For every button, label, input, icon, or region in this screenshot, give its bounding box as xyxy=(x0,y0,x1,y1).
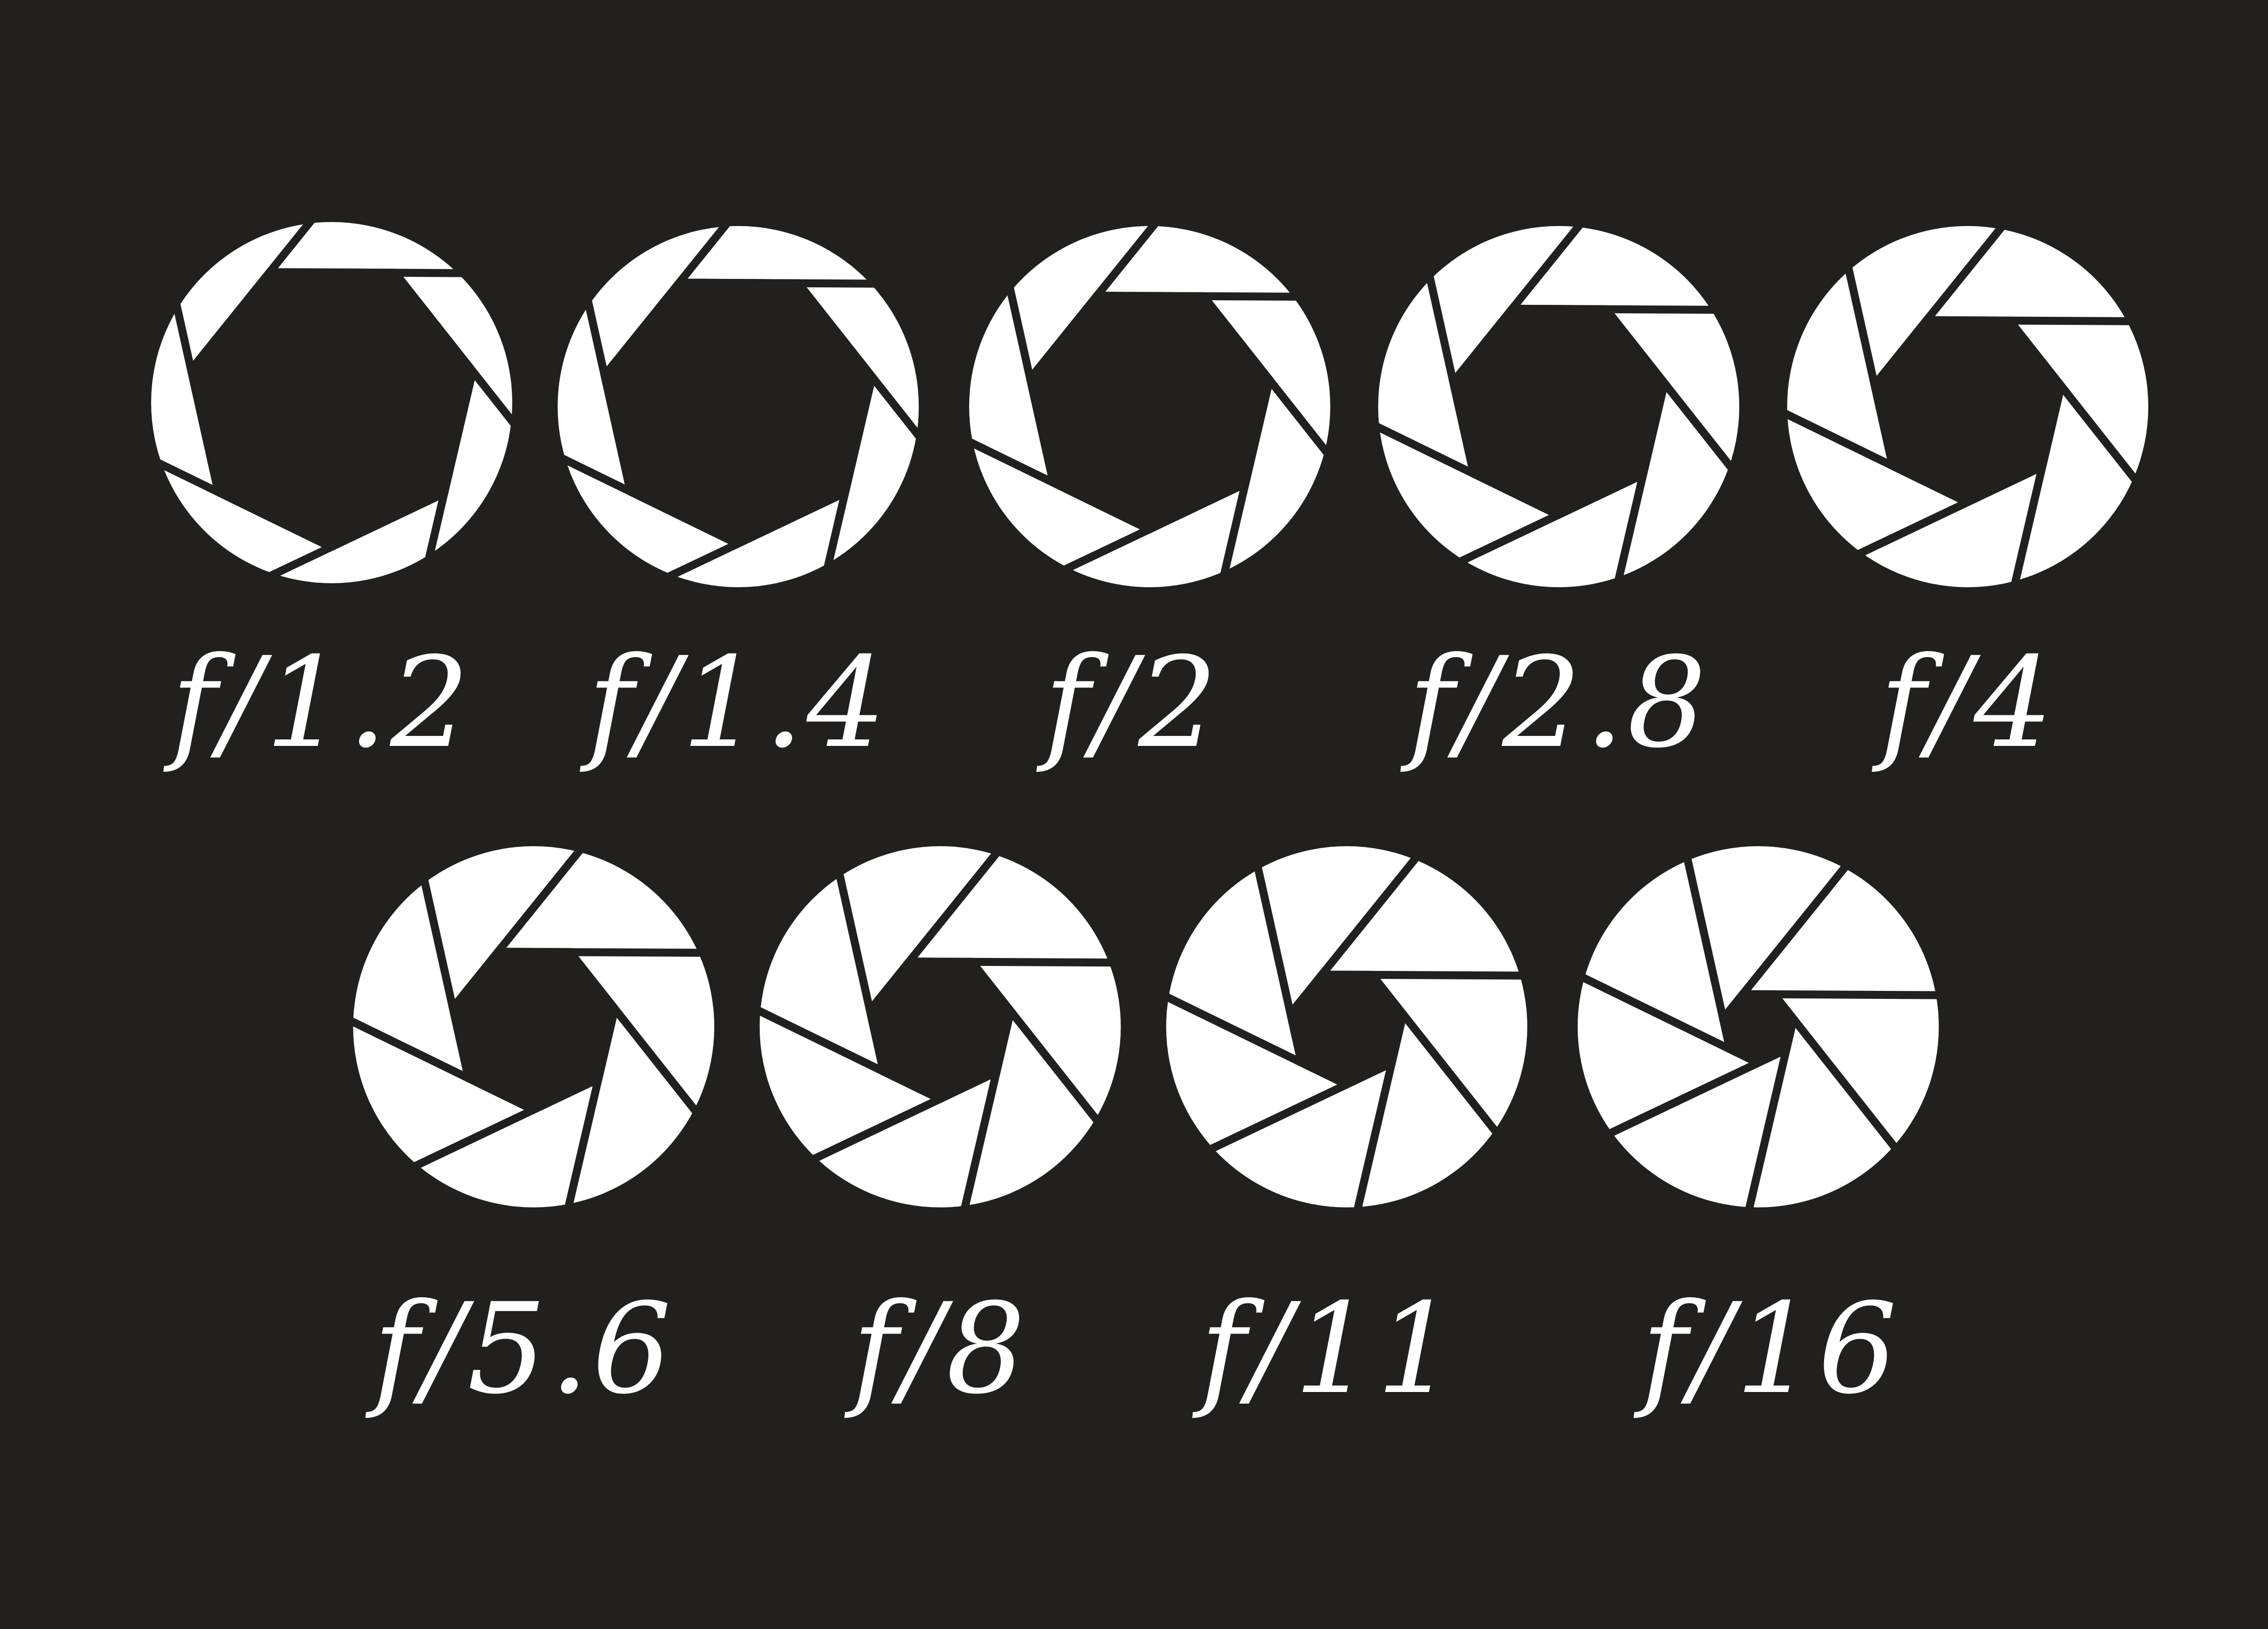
aperture-opening xyxy=(1026,291,1274,534)
aperture-icon xyxy=(552,214,928,587)
aperture-icon xyxy=(1775,218,2148,593)
aperture-item-1: f/1.4 xyxy=(552,214,928,775)
aperture-item-2: f/2 xyxy=(960,214,1336,775)
aperture-label: f/2 xyxy=(1036,630,1221,775)
aperture-opening xyxy=(1718,990,1798,1068)
aperture-icon xyxy=(1367,215,1740,589)
aperture-label: f/11 xyxy=(1192,1276,1459,1421)
aperture-opening xyxy=(1286,970,1408,1089)
aperture-icon xyxy=(148,210,523,584)
aperture-item-5: f/5.6 xyxy=(341,841,714,1421)
aperture-opening xyxy=(600,278,877,548)
aperture-icon xyxy=(960,214,1336,587)
aperture-opening xyxy=(1448,304,1669,520)
aperture-label: f/8 xyxy=(844,1276,1029,1421)
aperture-label: f/4 xyxy=(1871,630,2056,775)
aperture-label: f/5.6 xyxy=(365,1276,674,1421)
aperture-label: f/16 xyxy=(1634,1276,1900,1421)
aperture-icon xyxy=(1157,846,1531,1218)
aperture-opening xyxy=(865,957,1015,1104)
aperture-label: f/1.2 xyxy=(163,630,472,775)
aperture-label: f/1.4 xyxy=(580,630,889,775)
aperture-icon xyxy=(749,844,1121,1217)
aperture-icon xyxy=(1573,846,1946,1218)
aperture-item-6: f/8 xyxy=(749,844,1121,1421)
aperture-label: f/2.8 xyxy=(1400,630,1709,775)
aperture-opening xyxy=(1870,316,2065,507)
aperture-item-7: f/11 xyxy=(1157,846,1531,1421)
aperture-opening xyxy=(448,947,619,1115)
aperture-item-0: f/1.2 xyxy=(148,210,523,775)
aperture-item-8: f/16 xyxy=(1573,846,1946,1421)
aperture-item-3: f/2.8 xyxy=(1367,215,1740,775)
aperture-item-4: f/4 xyxy=(1775,218,2148,775)
aperture-icon xyxy=(341,841,714,1216)
aperture-opening xyxy=(187,268,477,552)
